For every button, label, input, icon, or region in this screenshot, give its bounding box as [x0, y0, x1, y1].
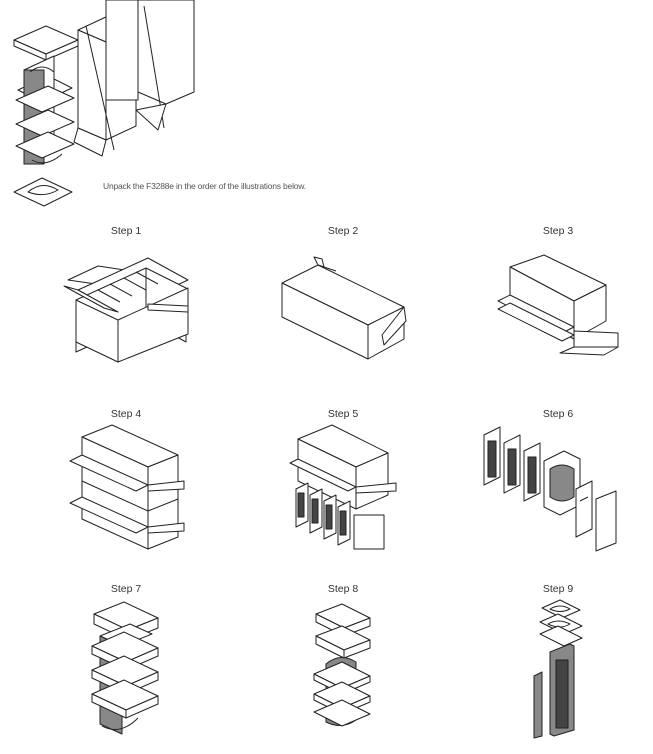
overview-exploded-illustration: [13, 0, 195, 207]
step-5-illustration: [289, 424, 397, 550]
step-6-label: Step 6: [542, 408, 574, 420]
step-6-illustration: [483, 426, 617, 552]
step-4-label: Step 4: [110, 408, 142, 420]
step-8-illustration: [313, 603, 371, 727]
intro-text: Unpack the F3288e in the order of the il…: [103, 181, 306, 191]
step-4-illustration: [69, 424, 185, 550]
step-7-label: Step 7: [110, 583, 142, 595]
step-8-label: Step 8: [327, 583, 359, 595]
step-2-label: Step 2: [327, 225, 359, 237]
step-7-illustration: [91, 601, 159, 735]
step-3-illustration: [497, 254, 619, 356]
step-1-illustration: [63, 257, 189, 363]
step-9-illustration: [533, 599, 583, 739]
step-1-label: Step 1: [110, 225, 142, 237]
step-3-label: Step 3: [542, 225, 574, 237]
step-5-label: Step 5: [327, 408, 359, 420]
step-9-label: Step 9: [542, 583, 574, 595]
step-2-illustration: [281, 256, 407, 360]
